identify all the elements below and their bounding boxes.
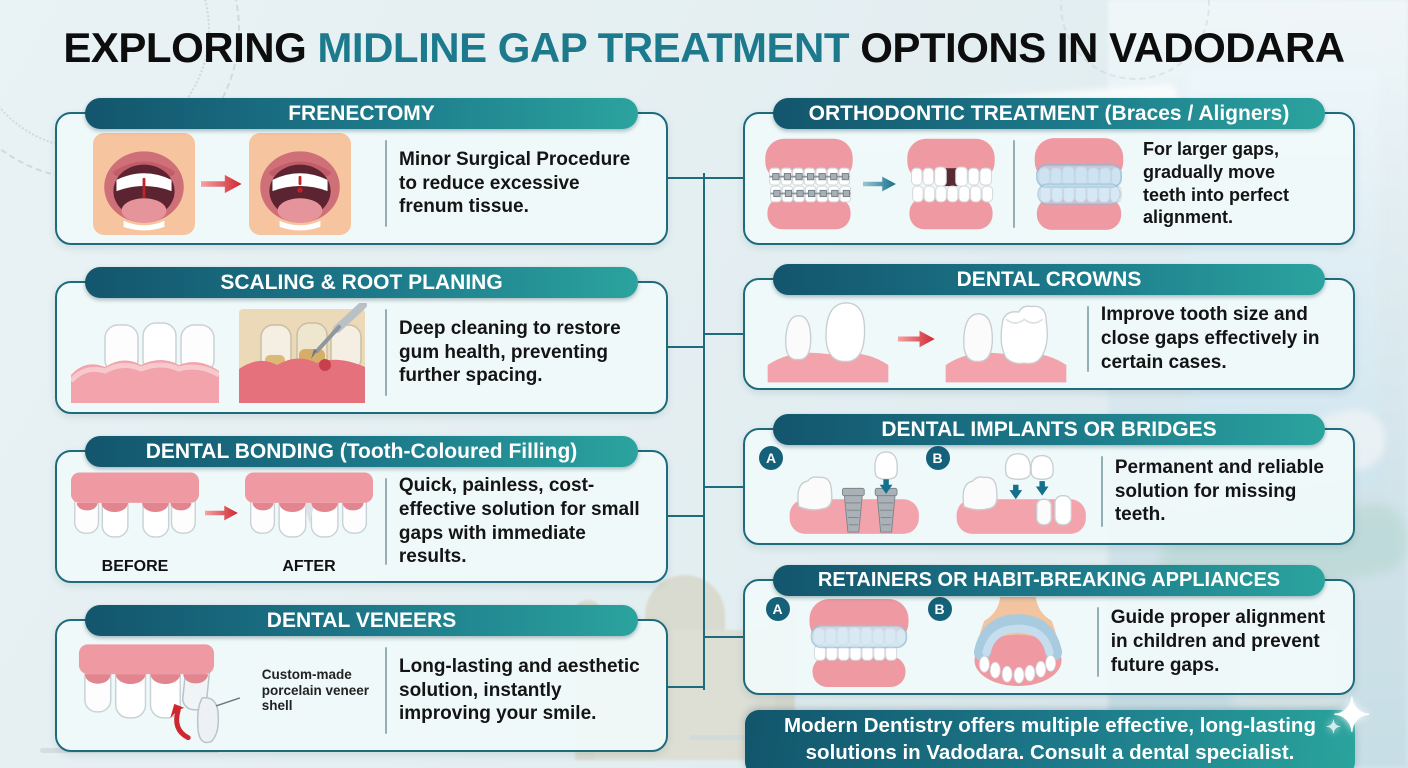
card-description: Quick, painless, cost-effective solution…: [398, 474, 640, 568]
gap-before-icon: [71, 471, 199, 538]
sparkle-icon: ✦: [1332, 689, 1371, 741]
card-title: DENTAL CROWNS: [956, 267, 1142, 291]
scaler-cleaning-icon: [239, 302, 367, 403]
mouth-before-icon: [93, 132, 195, 235]
card-bonding-header: DENTAL BONDING (Tooth-Coloured Filling): [85, 436, 638, 467]
card-retainers-header: RETAINERS OR HABIT-BREAKING APPLIANCES: [773, 565, 1325, 596]
card-dental-veneers: DENTAL VENEERS Custom-made porcelain ven…: [55, 605, 668, 752]
retainers-illustration: A B: [759, 595, 1085, 689]
divider: [1097, 607, 1099, 677]
divider: [1101, 456, 1103, 527]
mouth-after-icon: [249, 132, 351, 235]
card-description: Long-lasting and aesthetic solution, ins…: [399, 655, 640, 725]
red-arrow-icon: [898, 330, 935, 348]
card-title: RETAINERS OR HABIT-BREAKING APPLIANCES: [817, 569, 1281, 591]
implant-icon: [789, 450, 919, 534]
card-dental-bonding: DENTAL BONDING (Tooth-Coloured Filling) …: [55, 436, 668, 583]
title-prefix: EXPLORING: [63, 24, 318, 71]
braces-icon: [765, 138, 853, 229]
badge-b: B: [927, 597, 952, 621]
before-figure: BEFORE: [71, 468, 199, 576]
after-label: AFTER: [282, 557, 336, 575]
divider: [1087, 306, 1089, 372]
crowned-tooth-icon: [945, 305, 1067, 383]
divider: [385, 140, 387, 227]
red-arrow-icon: [205, 505, 238, 520]
card-scaling-root-planing: SCALING & ROOT PLANING: [55, 267, 668, 414]
card-description: Permanent and reliable solution for miss…: [1114, 456, 1324, 526]
card-description: Guide proper alignment in children and p…: [1110, 607, 1326, 676]
card-dental-crowns: DENTAL CROWNS I: [743, 264, 1355, 390]
card-scaling-header: SCALING & ROOT PLANING: [85, 267, 638, 298]
connector-stub: [703, 486, 744, 488]
card-implants-bridges: DENTAL IMPLANTS OR BRIDGES A: [743, 414, 1355, 545]
connector-stub: [666, 515, 705, 517]
gap-after-icon: [245, 471, 373, 538]
implants-illustration: A B: [759, 444, 1089, 540]
scaling-illustration: [71, 302, 373, 403]
card-implants-header: DENTAL IMPLANTS OR BRIDGES: [773, 414, 1325, 445]
floor-line: [690, 735, 780, 740]
card-title: DENTAL VENEERS: [266, 608, 457, 632]
card-title: SCALING & ROOT PLANING: [220, 270, 503, 294]
card-frenectomy-header: FRENECTOMY: [85, 98, 638, 129]
frenectomy-illustration: [71, 132, 373, 235]
orthodontic-illustration: [759, 136, 1131, 232]
badge-a: A: [759, 445, 783, 470]
connector-trunk: [703, 173, 705, 690]
bridge-icon: [956, 452, 1086, 534]
badge-a: A: [765, 597, 790, 621]
connector-stub: [703, 333, 744, 335]
footer-banner: Modern Dentistry offers multiple effecti…: [745, 689, 1371, 768]
page-title: EXPLORING MIDLINE GAP TREATMENT OPTIONS …: [0, 24, 1408, 72]
card-title: FRENECTOMY: [288, 101, 435, 125]
retainer-icon: [809, 598, 908, 688]
teal-arrow-icon: [863, 176, 896, 191]
healthy-gums-icon: [71, 321, 219, 403]
card-title: DENTAL BONDING (Tooth-Coloured Filling): [145, 439, 578, 463]
red-arrow-icon: [201, 174, 242, 193]
connector-stub: [703, 636, 744, 638]
veneer-placement-icon: [78, 643, 241, 743]
veneers-illustration: Custom-made porcelain veneer shell: [71, 636, 373, 746]
veneer-annotation: Custom-made porcelain veneer shell: [261, 667, 370, 714]
card-orthodontic-treatment: ORTHODONTIC TREATMENT (Braces / Aligners…: [743, 98, 1355, 245]
sparkle-icon: ✦: [1325, 717, 1341, 737]
small-tooth-icon: [767, 302, 889, 383]
bonding-illustration: BEFORE AFTER: [71, 468, 373, 576]
gap-teeth-icon: [907, 138, 995, 229]
card-veneers-header: DENTAL VENEERS: [85, 605, 638, 636]
connector-stub: [666, 177, 705, 179]
footer-text: Modern Dentistry offers multiple effecti…: [784, 714, 1316, 764]
title-suffix: OPTIONS IN VADODARA: [849, 24, 1345, 71]
divider: [1013, 139, 1015, 228]
card-description: Deep cleaning to restore gum health, pre…: [399, 317, 621, 387]
card-title: ORTHODONTIC TREATMENT (Braces / Aligners…: [808, 101, 1290, 125]
connector-stub: [666, 686, 705, 688]
card-crowns-header: DENTAL CROWNS: [773, 264, 1325, 295]
connector-stub: [703, 177, 744, 179]
title-highlight: MIDLINE GAP TREATMENT: [317, 24, 850, 71]
card-description: For larger gaps, gradually move teeth in…: [1143, 139, 1290, 228]
connector-stub: [666, 346, 705, 348]
before-label: BEFORE: [101, 557, 169, 575]
after-figure: AFTER: [245, 468, 373, 576]
badge-b: B: [925, 445, 950, 470]
divider: [385, 309, 387, 396]
card-retainers-appliances: RETAINERS OR HABIT-BREAKING APPLIANCES A…: [743, 565, 1355, 695]
divider: [385, 478, 387, 565]
card-title: DENTAL IMPLANTS OR BRIDGES: [881, 417, 1217, 441]
aligners-icon: [1034, 137, 1124, 230]
divider: [385, 647, 387, 734]
crowns-illustration: [759, 293, 1075, 385]
habit-breaking-appliance-icon: [973, 596, 1062, 687]
card-frenectomy: FRENECTOMY: [55, 98, 668, 245]
card-orthodontic-header: ORTHODONTIC TREATMENT (Braces / Aligners…: [773, 98, 1325, 129]
card-description: Minor Surgical Procedure to reduce exces…: [399, 148, 631, 218]
card-description: Improve tooth size and close gaps effect…: [1100, 304, 1320, 373]
